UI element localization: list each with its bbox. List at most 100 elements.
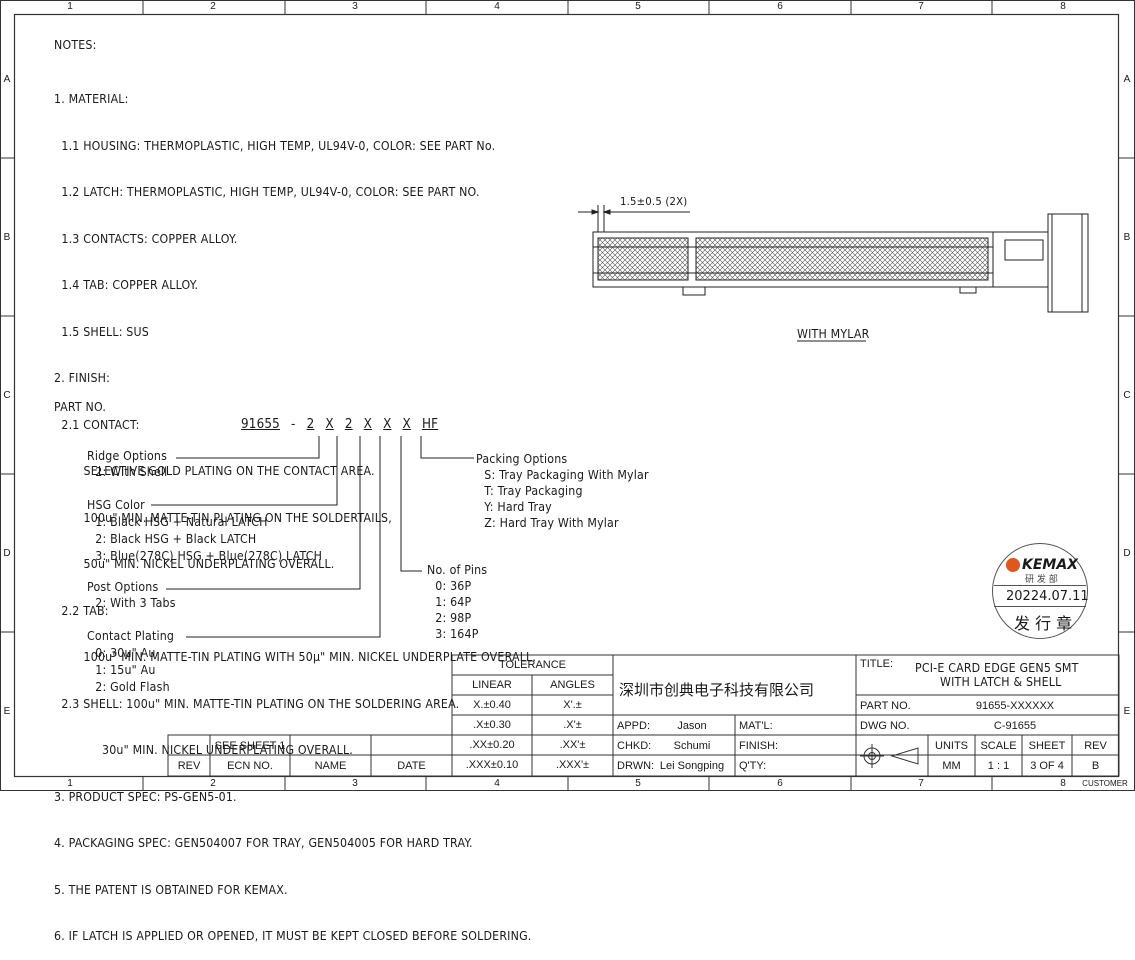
part-segment-pins: X	[383, 417, 392, 432]
note-line: 100u" MIN. MATTE-TIN PLATING ON THE SOLD…	[54, 510, 392, 525]
drawing-title-line1: PCI-E CARD EDGE GEN5 SMT	[915, 661, 1079, 675]
tolerance-angle: .X'±	[563, 719, 582, 731]
note-line: 1.3 CONTACTS: COPPER ALLOY.	[54, 231, 238, 246]
option-item: 1: 15u" Au	[95, 663, 156, 677]
zone-col-4-bottom: 4	[494, 778, 500, 789]
note-line: 5. THE PATENT IS OBTAINED FOR KEMAX.	[54, 882, 288, 897]
tolerance-angles-label: ANGLES	[550, 679, 595, 691]
notes-heading: NOTES:	[54, 38, 97, 52]
see-sheet-label: SEE SHEET 1	[214, 740, 286, 752]
dimension-label: 1.5±0.5 (2X)	[620, 195, 688, 208]
sheet-lines	[0, 0, 1135, 791]
option-ridge: Ridge Options 2: With Shell	[87, 449, 167, 480]
zone-col-1-bottom: 1	[67, 778, 73, 789]
part-segment-ridge: 2	[306, 417, 315, 432]
zone-col-7: 7	[918, 1, 924, 12]
zone-col-3-bottom: 3	[352, 778, 358, 789]
zone-col-3: 3	[352, 1, 358, 12]
option-item: 1: 64P	[435, 595, 472, 609]
tolerance-angle: X'.±	[563, 699, 582, 711]
part-segment-dash: -	[291, 417, 296, 432]
appd-value: Jason	[677, 720, 707, 732]
stamp-brand: KEMAX	[1022, 556, 1078, 573]
option-pins: No. of Pins 0: 36P 1: 64P 2: 98P 3: 164P	[427, 562, 487, 642]
kemax-logo-mark-icon	[1006, 557, 1020, 572]
tolerance-header: TOLERANCE	[498, 659, 567, 671]
option-title: No. of Pins	[427, 563, 488, 577]
rev-col-header: REV	[177, 760, 201, 772]
option-item: 0: 30u" Au	[95, 646, 156, 660]
note-line: SELECTIVE GOLD PLATING ON THE CONTACT AR…	[54, 464, 375, 478]
stamp-date: 20224.07.11	[1006, 589, 1089, 604]
zone-col-4: 4	[494, 1, 500, 12]
release-stamp: KEMAX 研 发 部 20224.07.11 发 行 章	[992, 543, 1089, 639]
note-line: 1.5 SHELL: SUS	[54, 324, 149, 339]
name-col-header: NAME	[314, 760, 347, 772]
option-item: S: Tray Packaging With Mylar	[484, 468, 649, 482]
part-no-label: PART NO.	[54, 400, 107, 414]
option-item: 2: With Shell	[95, 464, 168, 479]
appd-label: APPD:	[617, 720, 651, 732]
tolerance-linear: .XXX±0.10	[465, 759, 519, 771]
zone-row-c-right: C	[1123, 390, 1131, 401]
chkd-label: CHKD:	[617, 740, 652, 752]
zone-col-2-bottom: 2	[210, 778, 216, 789]
tolerance-linear: .XX±0.20	[469, 739, 515, 751]
partno-label: PART NO.	[860, 700, 911, 712]
rev-label: REV	[1084, 740, 1107, 752]
projection-symbol-icon	[858, 742, 922, 770]
option-packing: Packing Options S: Tray Packaging With M…	[476, 451, 649, 531]
zone-row-a-right: A	[1123, 74, 1131, 85]
zone-col-2: 2	[210, 1, 216, 12]
note-line: 2.2 TAB:	[54, 603, 109, 618]
zone-col-5-bottom: 5	[635, 778, 641, 789]
kemax-logo: KEMAX	[1006, 554, 1078, 573]
note-line: 4. PACKAGING SPEC: GEN504007 FOR TRAY, G…	[54, 836, 473, 850]
zone-row-e-right: E	[1123, 706, 1131, 717]
units-value: MM	[942, 760, 961, 772]
option-contact-plating: Contact Plating 0: 30u" Au 1: 15u" Au 2:…	[87, 628, 174, 696]
note-line: 2.1 CONTACT:	[54, 417, 140, 432]
option-title: Contact Plating	[87, 629, 175, 643]
option-item: 3: 164P	[435, 627, 479, 641]
zone-row-d: D	[3, 548, 11, 559]
zone-col-5: 5	[635, 1, 641, 12]
drawing-title-line2: WITH LATCH & SHELL	[940, 675, 1062, 689]
stamp-divider	[994, 606, 1086, 607]
option-item: 2: With 3 Tabs	[95, 595, 176, 610]
dwgno-label: DWG NO.	[860, 720, 910, 732]
option-item: 0: 36P	[435, 579, 472, 593]
part-segment-plating: X	[363, 417, 373, 432]
zone-col-6-bottom: 6	[777, 778, 783, 789]
note-line: 6. IF LATCH IS APPLIED OR OPENED, IT MUS…	[54, 929, 532, 943]
customer-label: CUSTOMER	[1082, 779, 1128, 788]
rev-value: B	[1091, 760, 1100, 772]
zone-row-a: A	[3, 74, 11, 85]
dwgno-value: C-91655	[993, 720, 1037, 732]
part-segment-packing: X	[402, 417, 411, 432]
note-line: 50u" MIN. NICKEL UNDERPLATING OVERALL.	[54, 557, 335, 571]
zone-row-b: B	[3, 232, 11, 243]
option-item: 2: Gold Flash	[95, 680, 170, 694]
part-segment-base: 91655	[241, 417, 280, 432]
zone-row-d-right: D	[1123, 548, 1131, 559]
zone-col-8-bottom: 8	[1060, 778, 1066, 789]
zone-row-c: C	[3, 390, 11, 401]
ecn-col-header: ECN NO.	[227, 760, 273, 772]
option-post: Post Options 2: With 3 Tabs	[87, 580, 176, 611]
part-segment-post: 2	[344, 417, 353, 432]
tolerance-linear-label: LINEAR	[472, 679, 512, 691]
option-hsg-color: HSG Color 1: Black HSG + Natural LATCH 2…	[87, 497, 322, 565]
zone-col-7-bottom: 7	[918, 778, 924, 789]
company-name: 深圳市创典电子科技有限公司	[619, 681, 815, 699]
option-title: HSG Color	[87, 498, 145, 512]
note-line: 1.2 LATCH: THERMOPLASTIC, HIGH TEMP, UL9…	[54, 185, 480, 199]
option-item: 2: Black HSG + Black LATCH	[95, 532, 257, 546]
zone-col-6: 6	[777, 1, 783, 12]
zone-col-1: 1	[67, 1, 73, 12]
qty-label: Q'TY:	[739, 760, 767, 772]
note-line: 2.3 SHELL: 100u" MIN. MATTE-TIN PLATING …	[54, 696, 460, 711]
scale-value: 1 : 1	[987, 760, 1010, 772]
